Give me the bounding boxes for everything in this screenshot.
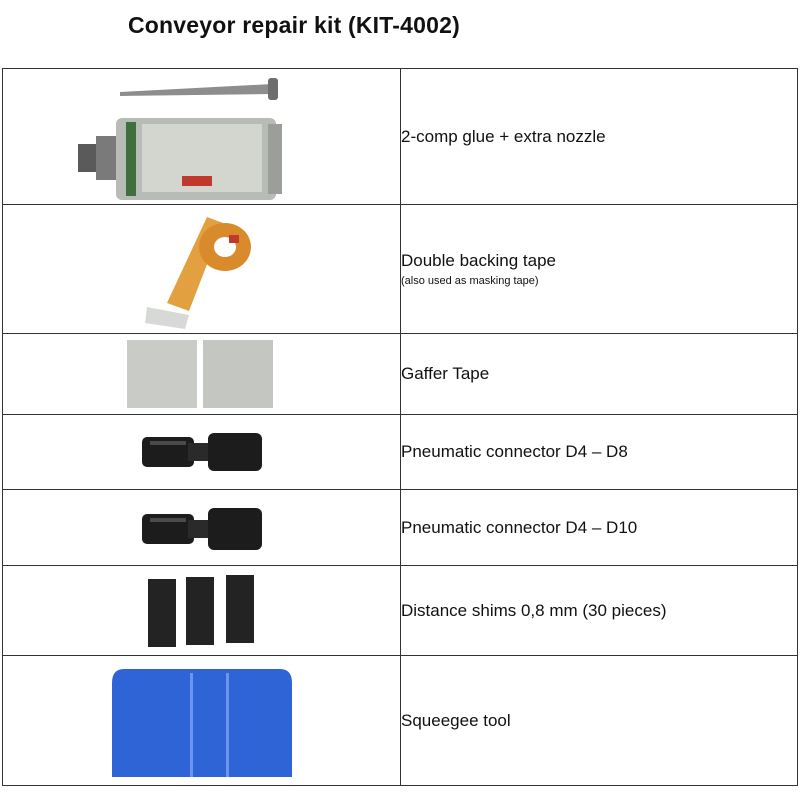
squeegee-ridge — [225, 672, 229, 777]
item-description: 2-comp glue + extra nozzle — [401, 126, 606, 146]
connector-highlight — [149, 517, 186, 522]
table-row: Pneumatic connector D4 – D10 — [2, 489, 798, 566]
double-backing-tape-image — [144, 216, 251, 329]
pneumatic-connector-d10-image — [141, 507, 262, 550]
item-description-cell: Pneumatic connector D4 – D10 — [400, 489, 798, 566]
connector-highlight — [149, 441, 186, 445]
connector-body-right — [207, 507, 262, 550]
table-row: Double backing tape (also used as maskin… — [2, 204, 798, 334]
item-description-cell: Distance shims 0,8 mm (30 pieces) — [400, 565, 798, 656]
connector-d8-image-cell — [2, 414, 401, 490]
gaffer-tape-image-cell — [2, 333, 401, 415]
squeegee-image-cell — [2, 655, 401, 786]
mixing-nozzle — [119, 83, 272, 96]
cartridge-plunger — [77, 143, 96, 172]
item-description-cell: 2-comp glue + extra nozzle — [400, 68, 798, 205]
squeegee-blade — [111, 668, 292, 777]
item-description: Distance shims 0,8 mm (30 pieces) — [401, 600, 667, 620]
shims-image-cell — [2, 565, 401, 656]
distance-shims-image — [147, 574, 254, 647]
item-description: Pneumatic connector D4 – D10 — [401, 517, 638, 537]
item-note: (also used as masking tape) — [401, 275, 539, 287]
gaffer-tape-piece — [202, 340, 273, 408]
table-row: 2-comp glue + extra nozzle — [2, 68, 798, 205]
cartridge-warning-mark — [181, 175, 212, 186]
connector-d10-image-cell — [2, 489, 401, 566]
item-description-cell: Squeegee tool — [400, 655, 798, 786]
table-row: Pneumatic connector D4 – D8 — [2, 414, 798, 490]
cartridge-label-stripe — [125, 121, 136, 196]
item-description: Pneumatic connector D4 – D8 — [401, 442, 628, 461]
page-title: Conveyor repair kit (KIT-4002) — [128, 12, 460, 38]
squeegee-tool-image — [111, 668, 292, 777]
double-tape-image-cell — [2, 204, 401, 334]
gaffer-tape-piece — [126, 340, 197, 408]
item-description-cell: Pneumatic connector D4 – D8 — [400, 414, 798, 490]
item-description-cell: Gaffer Tape — [400, 333, 798, 415]
item-description: Squeegee tool — [401, 710, 511, 730]
nozzle-base — [267, 77, 278, 100]
table-row: Distance shims 0,8 mm (30 pieces) — [2, 565, 798, 656]
glue-cartridge-image — [77, 77, 282, 200]
connector-neck — [187, 519, 214, 538]
shim-piece — [225, 574, 254, 643]
shim-piece — [147, 578, 176, 647]
item-description: Double backing tape — [401, 251, 557, 270]
table-row: Gaffer Tape — [2, 333, 798, 415]
tape-liner — [144, 306, 189, 329]
connector-neck — [187, 443, 214, 461]
pneumatic-connector-d8-image — [141, 433, 262, 471]
item-description: Gaffer Tape — [401, 364, 490, 383]
item-description-cell: Double backing tape (also used as maskin… — [400, 204, 798, 334]
table-row: Squeegee tool — [2, 655, 798, 786]
connector-body-right — [207, 433, 262, 471]
glue-cartridge-image-cell — [2, 68, 401, 205]
cartridge-rear-cap — [267, 123, 282, 194]
gaffer-tape-image — [126, 340, 273, 408]
kit-contents-table: 2-comp glue + extra nozzle Double backin… — [2, 68, 798, 786]
tape-brand-mark — [228, 234, 239, 243]
squeegee-ridge — [189, 672, 193, 777]
cartridge-head — [95, 135, 118, 180]
shim-piece — [185, 576, 214, 645]
